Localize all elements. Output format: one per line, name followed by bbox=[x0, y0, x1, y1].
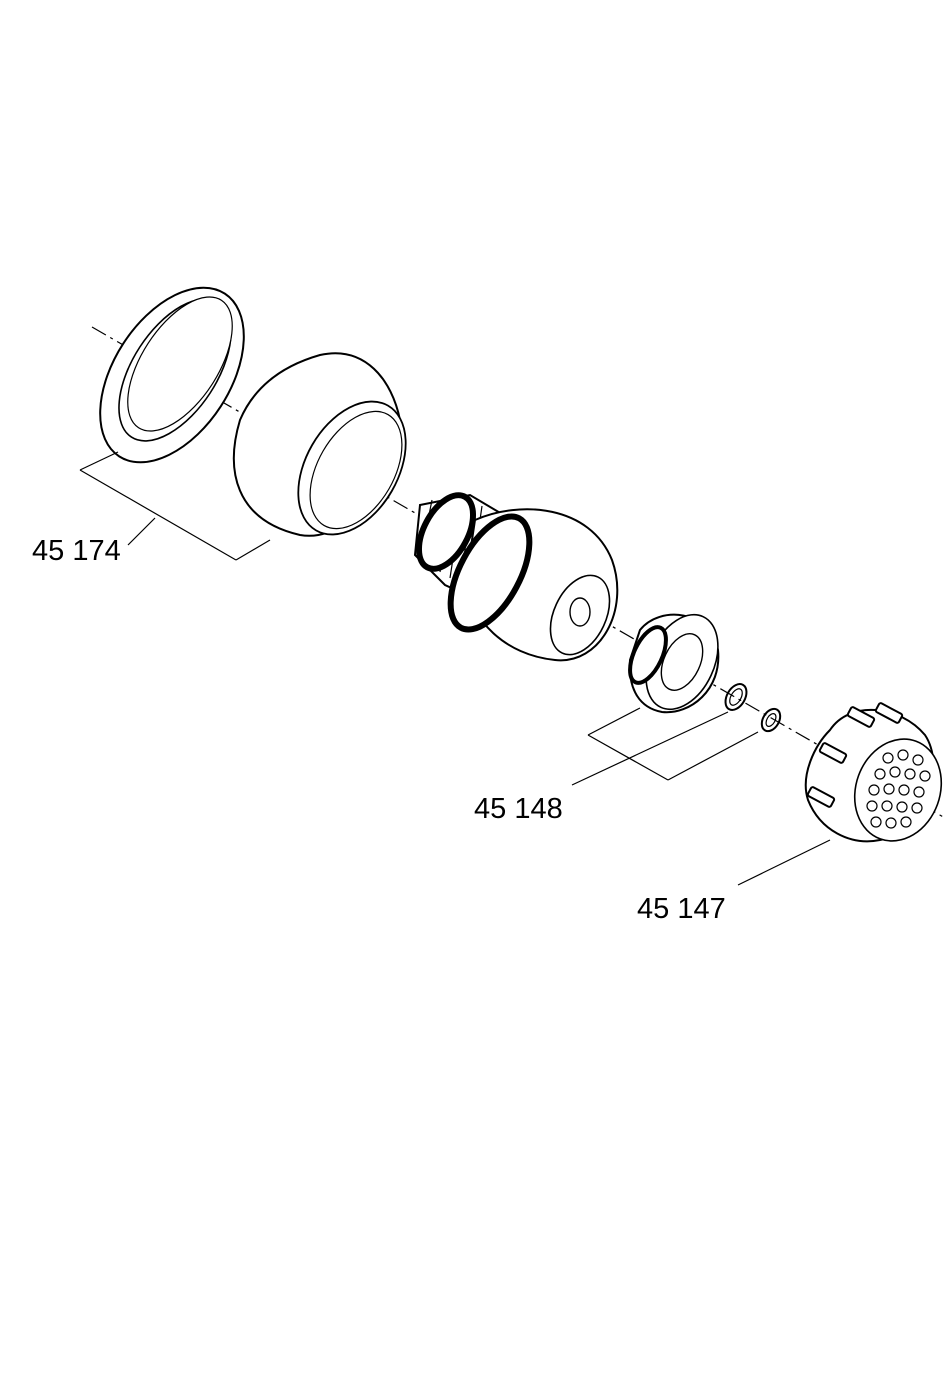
valve-cartridge bbox=[408, 486, 622, 664]
washer bbox=[758, 706, 784, 735]
thread-adapter bbox=[623, 603, 732, 721]
escutcheon-cone bbox=[234, 353, 428, 553]
leader-45148 bbox=[572, 708, 758, 785]
part-number-label: 45 174 bbox=[32, 537, 121, 566]
o-ring bbox=[721, 680, 751, 713]
part-number-label: 45 148 bbox=[474, 795, 563, 824]
leader-45147 bbox=[738, 840, 830, 885]
spray-head bbox=[806, 702, 950, 853]
part-number-label: 45 147 bbox=[637, 895, 726, 924]
